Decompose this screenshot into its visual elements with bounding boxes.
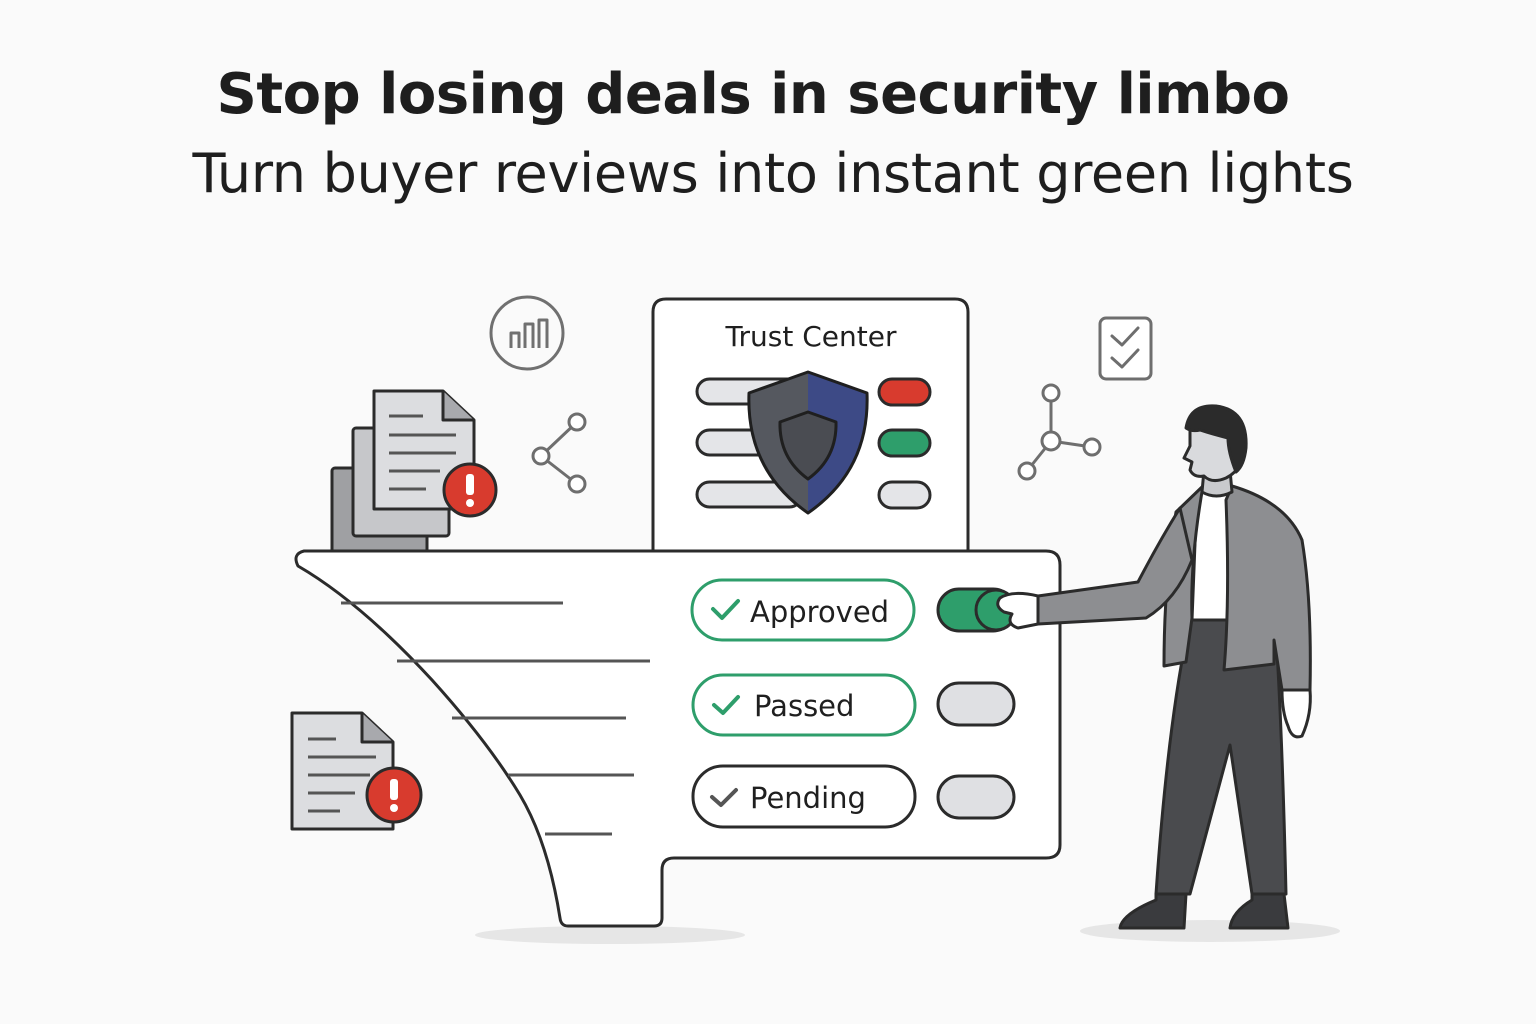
status-pill-gray xyxy=(877,480,932,510)
status-pill-red xyxy=(877,377,932,407)
share-icon xyxy=(531,412,587,494)
funnel-shadow xyxy=(475,926,745,944)
toggle-pending[interactable] xyxy=(936,774,1016,820)
status-label: Passed xyxy=(754,689,854,723)
status-pill-green xyxy=(877,428,932,458)
shield-icon xyxy=(747,370,869,515)
checkmark-icon xyxy=(712,695,740,715)
review-funnel xyxy=(294,549,1062,928)
status-badge-approved: Approved xyxy=(690,578,916,642)
network-icon xyxy=(1017,383,1102,481)
subheadline: Turn buyer reviews into instant green li… xyxy=(192,142,1354,205)
checklist-icon xyxy=(1098,316,1153,381)
trust-center-title: Trust Center xyxy=(725,320,897,353)
status-badge-pending: Pending xyxy=(691,764,917,829)
checkmark-icon xyxy=(710,788,738,807)
person xyxy=(996,404,1312,930)
person-shadow xyxy=(1080,920,1340,942)
warning-icon xyxy=(442,462,498,518)
toggle-passed[interactable] xyxy=(936,681,1016,727)
status-label: Approved xyxy=(750,595,889,629)
bar-chart-icon xyxy=(489,295,565,371)
headline: Stop losing deals in security limbo xyxy=(216,62,1291,127)
warning-icon xyxy=(365,766,423,824)
status-label: Pending xyxy=(750,781,866,815)
trust-center-panel: Trust Center xyxy=(651,297,970,560)
checkmark-icon xyxy=(711,599,740,620)
status-badge-passed: Passed xyxy=(691,673,917,737)
